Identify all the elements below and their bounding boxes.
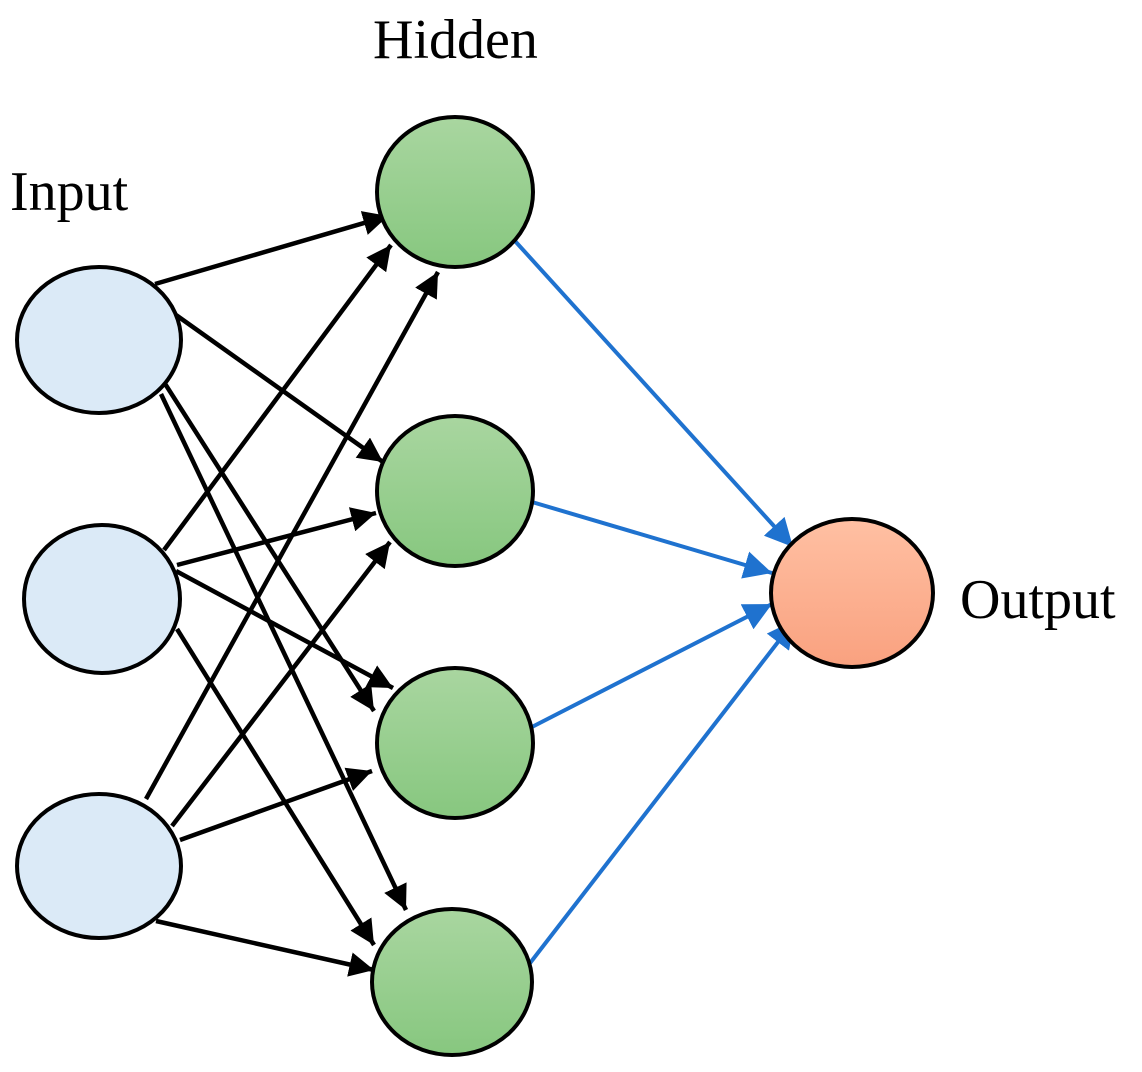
- edges: [144, 211, 797, 977]
- input-hidden-edge-4: [158, 393, 409, 911]
- nodes: [15, 115, 935, 1057]
- input-node-2: [22, 523, 182, 675]
- input-hidden-edge-6: [176, 507, 377, 568]
- hidden-layer-label: Hidden: [373, 9, 538, 71]
- input-hidden-edge-8: [175, 627, 376, 947]
- input-hidden-edge-3: [160, 377, 376, 713]
- output-layer-label: Output: [960, 569, 1116, 631]
- input-hidden-edge-5: [162, 243, 393, 552]
- input-layer-label: Input: [10, 161, 129, 223]
- input-hidden-edge-11: [179, 767, 373, 843]
- input-hidden-edge-9: [144, 270, 440, 801]
- hidden-output-edge-4: [525, 618, 797, 969]
- hidden-output-edge-1: [513, 239, 795, 549]
- hidden-node-3: [375, 666, 535, 820]
- input-hidden-edge-10: [170, 540, 392, 828]
- input-hidden-edge-7: [174, 569, 395, 690]
- hidden-node-4: [370, 907, 534, 1057]
- hidden-node-1: [375, 115, 535, 269]
- hidden-output-edge-3: [527, 602, 773, 731]
- output-node: [769, 517, 935, 669]
- input-hidden-edge-12: [155, 918, 375, 977]
- input-hidden-edge-1: [154, 211, 389, 287]
- hidden-node-2: [375, 414, 535, 568]
- input-node-3: [15, 792, 183, 940]
- hidden-output-edge-2: [531, 500, 773, 579]
- input-hidden-edge-2: [174, 313, 385, 464]
- input-node-1: [15, 265, 183, 415]
